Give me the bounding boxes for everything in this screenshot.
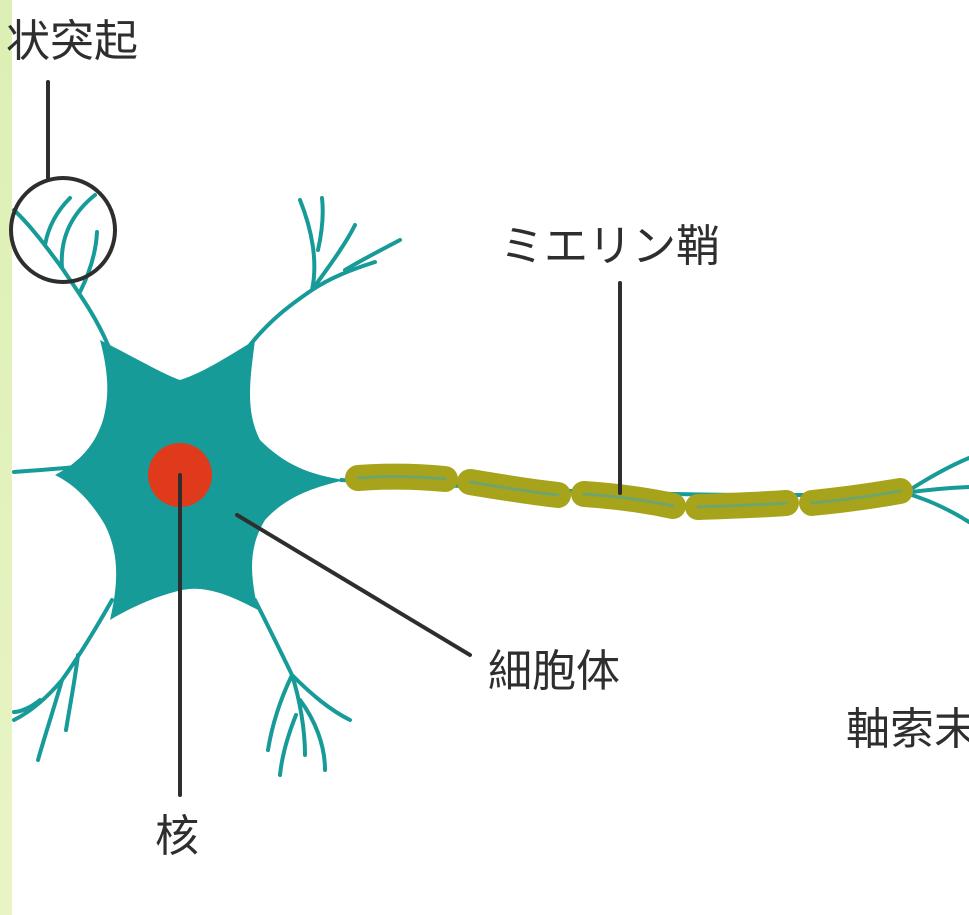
dendrite-lower-right [255, 600, 350, 775]
dendrite-upper-right [250, 198, 400, 345]
myelin-sheath [358, 477, 900, 507]
axon-terminal-label: 軸索末 [846, 708, 969, 752]
axon-terminal [905, 458, 969, 522]
dendrite-label: 状突起 [6, 20, 138, 64]
nucleus-label: 核 [155, 815, 199, 859]
myelin-sheath-label: ミエリン鞘 [500, 225, 720, 269]
cell-body-label: 細胞体 [488, 650, 620, 694]
dendrite-lower-left [14, 600, 112, 760]
